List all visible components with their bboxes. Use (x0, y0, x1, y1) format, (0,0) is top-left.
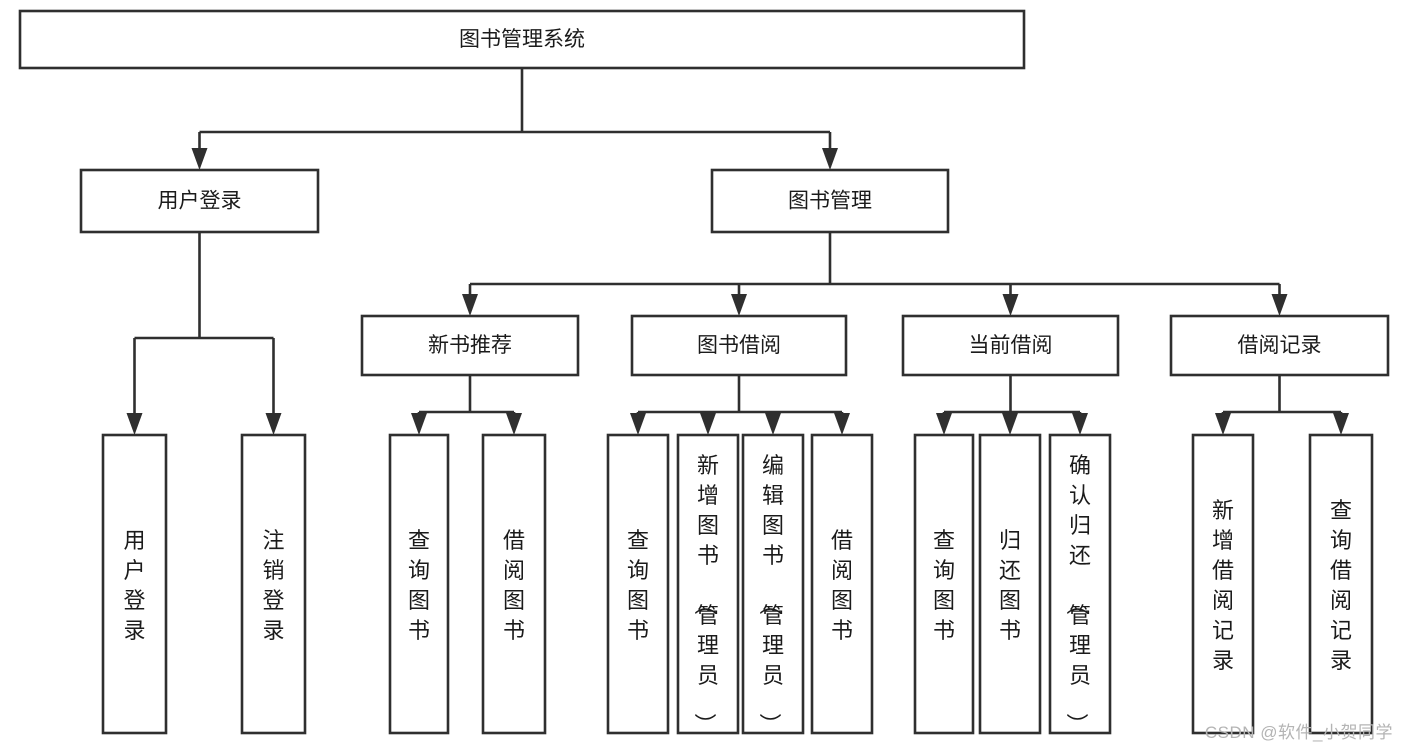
node-label: 借阅图书 (503, 528, 525, 643)
node-l-query-book-3[interactable]: 查询图书 (913, 433, 975, 735)
arrow-head-icon (126, 413, 143, 435)
node-root[interactable]: 图书管理系统 (18, 9, 1026, 70)
node-label: 归还图书 (999, 528, 1021, 643)
node-label: 查询图书 (408, 528, 430, 643)
arrow-head-icon (765, 413, 781, 435)
node-n-record[interactable]: 借阅记录 (1169, 314, 1390, 377)
node-l-add-record[interactable]: 新增借阅记录 (1191, 433, 1255, 735)
node-l-confirm-return[interactable]: 确认归还（管理员） (1048, 433, 1112, 735)
node-box (481, 433, 547, 735)
node-label: 查询借阅记录 (1330, 498, 1352, 673)
node-label: 当前借阅 (969, 334, 1053, 357)
arrow-head-icon (1271, 294, 1288, 316)
arrow-head-icon (1072, 413, 1088, 435)
node-box (741, 433, 805, 735)
arrow-head-icon (411, 413, 427, 435)
connector-layer (126, 68, 1349, 435)
node-l-query-book-1[interactable]: 查询图书 (388, 433, 450, 735)
arrow-head-icon (506, 413, 522, 435)
node-l-borrow-book-1[interactable]: 借阅图书 (481, 433, 547, 735)
node-box (913, 433, 975, 735)
node-layer: 图书管理系统用户登录图书管理新书推荐图书借阅当前借阅借阅记录用户登录注销登录查询… (18, 9, 1390, 735)
node-n-user-login[interactable]: 用户登录 (79, 168, 320, 234)
node-label: 编辑图书（管理员） (757, 453, 784, 735)
node-l-query-book-2[interactable]: 查询图书 (606, 433, 670, 735)
node-l-logout[interactable]: 注销登录 (240, 433, 307, 735)
arrow-head-icon (462, 294, 478, 316)
node-label: 借阅记录 (1238, 334, 1322, 357)
arrow-head-icon (834, 413, 850, 435)
node-box (810, 433, 874, 735)
node-box (606, 433, 670, 735)
arrow-head-icon (1002, 294, 1019, 316)
csdn-watermark: CSDN @软件_小贺同学 (1204, 723, 1393, 742)
node-label: 借阅图书 (831, 528, 853, 643)
arrow-head-icon (700, 413, 716, 435)
node-l-add-book[interactable]: 新增图书（管理员） (676, 433, 740, 735)
node-box (676, 433, 740, 735)
node-label: 查询图书 (933, 528, 955, 643)
node-label: 新书推荐 (428, 334, 512, 357)
arrow-head-icon (1215, 413, 1231, 435)
node-l-edit-book[interactable]: 编辑图书（管理员） (741, 433, 805, 735)
node-label: 图书管理 (788, 190, 872, 213)
node-n-borrow[interactable]: 图书借阅 (630, 314, 848, 377)
node-label: 用户登录 (123, 528, 145, 643)
node-box (1191, 433, 1255, 735)
node-n-new-rec[interactable]: 新书推荐 (360, 314, 580, 377)
arrow-head-icon (1333, 413, 1349, 435)
node-label: 确认归还（管理员） (1064, 453, 1091, 735)
node-box (1048, 433, 1112, 735)
node-label: 用户登录 (158, 190, 242, 213)
arrow-head-icon (731, 294, 747, 316)
node-label: 新增借阅记录 (1212, 498, 1234, 673)
node-box (388, 433, 450, 735)
node-box (630, 314, 848, 377)
arrow-head-icon (1002, 413, 1018, 435)
node-label: 注销登录 (262, 528, 284, 643)
node-l-user-login[interactable]: 用户登录 (101, 433, 168, 735)
node-n-book-mgmt[interactable]: 图书管理 (710, 168, 950, 234)
node-box (360, 314, 580, 377)
node-label: 查询图书 (627, 528, 649, 643)
node-label: 图书管理系统 (459, 28, 585, 51)
node-box (1169, 314, 1390, 377)
node-box (1308, 433, 1374, 735)
node-box (79, 168, 320, 234)
arrow-head-icon (936, 413, 952, 435)
node-label: 图书借阅 (697, 334, 781, 357)
node-l-return-book[interactable]: 归还图书 (978, 433, 1042, 735)
node-box (901, 314, 1120, 377)
node-box (978, 433, 1042, 735)
node-l-query-record[interactable]: 查询借阅记录 (1308, 433, 1374, 735)
node-box (710, 168, 950, 234)
node-box (101, 433, 168, 735)
node-l-borrow-book-2[interactable]: 借阅图书 (810, 433, 874, 735)
arrow-head-icon (630, 413, 646, 435)
arrow-head-icon (822, 148, 838, 170)
arrow-head-icon (265, 413, 282, 435)
node-box (18, 9, 1026, 70)
node-label: 新增图书（管理员） (692, 453, 719, 735)
arrow-head-icon (191, 148, 208, 170)
node-box (240, 433, 307, 735)
node-n-current[interactable]: 当前借阅 (901, 314, 1120, 377)
